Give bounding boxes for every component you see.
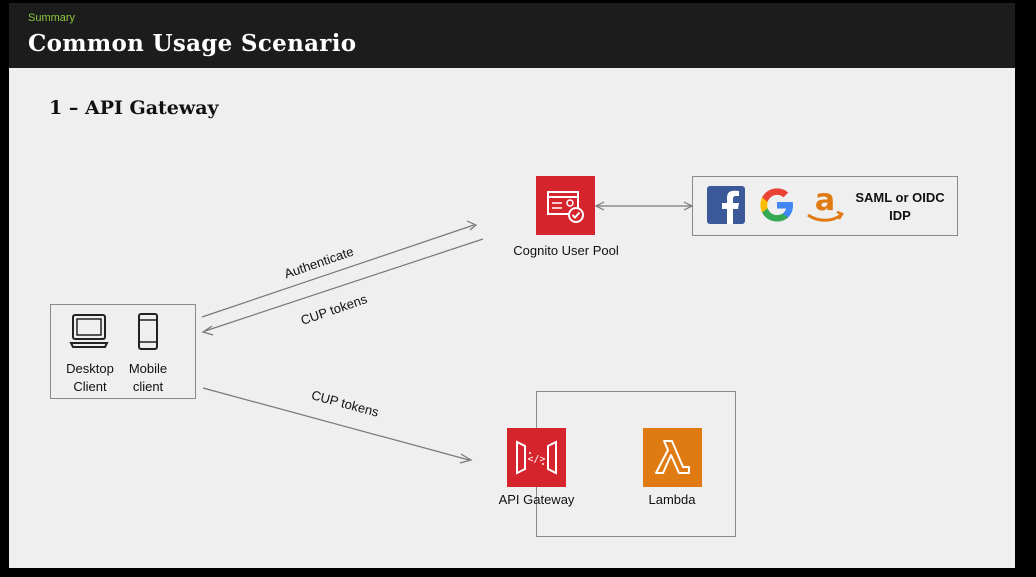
amazon-icon: a <box>805 183 845 231</box>
google-icon <box>757 185 797 230</box>
svg-text:a: a <box>815 184 835 218</box>
slide-body: 1 – API Gateway Desktop Client Mobile cl… <box>9 68 1015 568</box>
lambda-label: Lambda <box>648 492 696 507</box>
facebook-icon <box>707 186 745 229</box>
mobile-icon <box>135 312 161 357</box>
lambda-icon <box>643 428 702 492</box>
cup-tokens-api-arrow <box>202 387 470 461</box>
slide-title: Common Usage Scenario <box>28 30 357 57</box>
section-kicker: Summary <box>28 12 76 24</box>
cognito-icon <box>536 176 595 240</box>
desktop-client-label: Desktop Client <box>66 361 114 394</box>
cognito-label: Cognito User Pool <box>513 243 619 258</box>
client-box <box>50 304 196 399</box>
mobile-client-label: Mobile client <box>128 361 168 394</box>
scenario-heading: 1 – API Gateway <box>49 97 219 119</box>
idp-label-line2: IDP <box>889 208 911 223</box>
idp-label-line1: SAML or OIDC <box>855 190 945 205</box>
cup-tokens-return-arrow <box>204 238 484 332</box>
desktop-icon <box>69 312 109 357</box>
api-gateway-icon: </> <box>507 428 566 492</box>
api-gateway-label: API Gateway <box>498 492 575 507</box>
slide-header: Summary Common Usage Scenario <box>9 3 1015 68</box>
svg-text:</>: </> <box>527 454 545 465</box>
connector-arrows <box>201 201 694 464</box>
authenticate-arrow <box>201 224 475 318</box>
